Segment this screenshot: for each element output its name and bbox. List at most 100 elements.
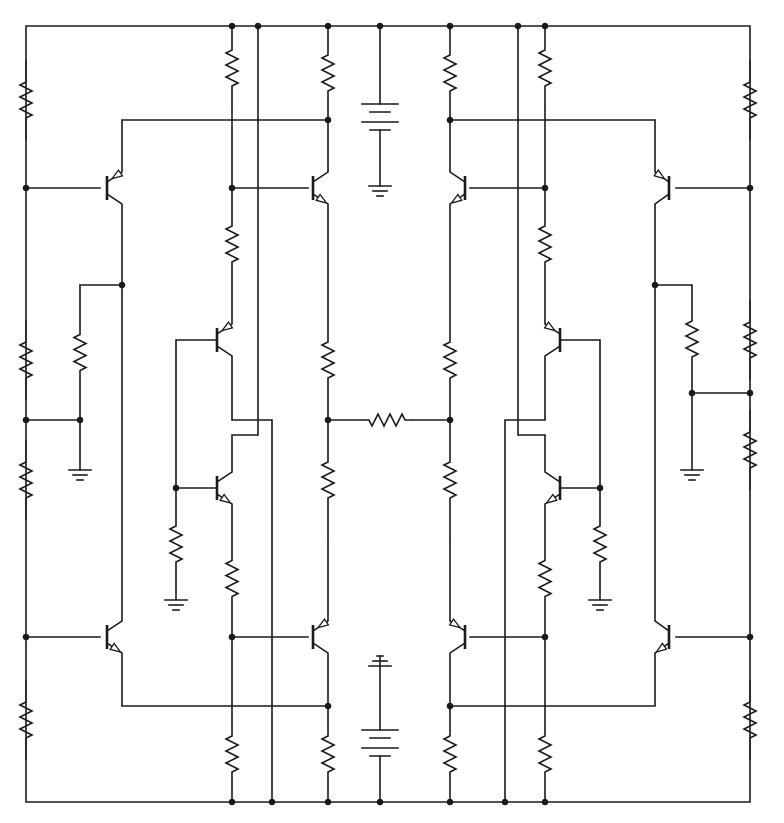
resistor-icon xyxy=(742,410,758,490)
junction-dot xyxy=(514,22,522,30)
junction-dot xyxy=(228,633,236,641)
pnp-transistor-icon xyxy=(311,617,330,706)
junction-dot xyxy=(446,22,454,30)
junction-dot xyxy=(76,416,84,424)
junction-dot xyxy=(228,22,236,30)
supplies xyxy=(68,103,704,757)
ground-icon xyxy=(588,599,612,611)
resistor-icon xyxy=(224,26,240,110)
npn-transistor-icon xyxy=(654,285,671,706)
pnp-transistor-icon xyxy=(448,617,467,706)
resistor-icon xyxy=(592,488,608,600)
junction-dot xyxy=(268,798,276,806)
junction-dot xyxy=(228,184,236,192)
resistor-icon xyxy=(18,60,34,140)
junction-dot xyxy=(324,116,332,124)
wires xyxy=(25,25,751,803)
resistor-icon xyxy=(742,300,758,380)
junction-dot xyxy=(688,389,696,397)
resistor-icon xyxy=(18,440,34,520)
resistor-icon xyxy=(320,300,336,420)
resistor-icon xyxy=(442,300,458,420)
wire xyxy=(25,25,751,803)
resistor-icon xyxy=(72,285,88,420)
battery-icon-bottom xyxy=(361,729,399,757)
resistor-icon xyxy=(537,706,553,802)
npn-transistor-icon xyxy=(449,170,467,300)
resistor-icon xyxy=(362,412,412,428)
junction-dot xyxy=(118,281,126,289)
transistors xyxy=(105,120,671,706)
junction-dot xyxy=(446,798,454,806)
resistor-icon xyxy=(224,520,240,637)
pnp-transistor-icon xyxy=(215,300,234,420)
junction-dot xyxy=(541,798,549,806)
resistor-icon xyxy=(224,706,240,802)
junction-dot xyxy=(596,484,604,492)
ground-icon xyxy=(680,469,704,481)
junction-dot xyxy=(541,633,549,641)
junction-dot xyxy=(376,798,384,806)
resistor-icon xyxy=(18,320,34,400)
wire xyxy=(559,339,601,489)
wire xyxy=(517,25,546,436)
junction-dot xyxy=(501,798,509,806)
wire xyxy=(231,25,259,436)
wire xyxy=(25,419,81,471)
wire xyxy=(691,392,751,471)
junction-dot xyxy=(324,798,332,806)
resistor-icon xyxy=(442,706,458,802)
battery-icon-top xyxy=(361,103,399,131)
junction-dot xyxy=(446,702,454,710)
junction-dot xyxy=(254,22,262,30)
ground-icon xyxy=(368,655,392,667)
junctions xyxy=(22,22,754,806)
npn-transistor-icon xyxy=(311,170,329,300)
junction-dot xyxy=(22,633,30,641)
resistor-icon xyxy=(442,26,458,120)
npn-transistor-icon xyxy=(544,435,562,520)
junction-dot xyxy=(228,798,236,806)
junction-dot xyxy=(324,416,332,424)
resistor-icon xyxy=(742,680,758,760)
resistor-icon xyxy=(684,285,700,393)
junction-dot xyxy=(541,184,549,192)
junction-dot xyxy=(324,702,332,710)
resistor-icon xyxy=(168,488,184,600)
resistor-icon xyxy=(537,520,553,637)
pnp-transistor-icon xyxy=(653,120,671,285)
junction-dot xyxy=(172,484,180,492)
resistor-icon xyxy=(18,680,34,760)
junction-dot xyxy=(22,184,30,192)
ground-icon xyxy=(164,599,188,611)
ground-icon xyxy=(68,469,92,481)
wire xyxy=(175,339,218,489)
resistor-icon xyxy=(320,420,336,540)
junction-dot xyxy=(376,22,384,30)
junction-dot xyxy=(746,389,754,397)
ground-icon xyxy=(368,185,392,197)
resistors xyxy=(18,26,758,802)
resistor-icon xyxy=(320,706,336,802)
pnp-transistor-icon xyxy=(543,300,562,420)
junction-dot xyxy=(22,416,30,424)
resistor-icon xyxy=(224,188,240,300)
junction-dot xyxy=(746,184,754,192)
wire xyxy=(231,419,273,803)
wire xyxy=(504,419,546,803)
junction-dot xyxy=(651,281,659,289)
resistor-icon xyxy=(320,26,336,120)
junction-dot xyxy=(324,22,332,30)
junction-dot xyxy=(446,416,454,424)
npn-transistor-icon xyxy=(215,435,233,520)
npn-transistor-icon xyxy=(105,285,123,706)
resistor-icon xyxy=(537,188,553,300)
junction-dot xyxy=(446,116,454,124)
resistor-icon xyxy=(537,26,553,110)
pnp-transistor-icon xyxy=(105,120,124,285)
junction-dot xyxy=(541,22,549,30)
resistor-icon xyxy=(442,420,458,540)
junction-dot xyxy=(746,633,754,641)
resistor-icon xyxy=(742,60,758,140)
